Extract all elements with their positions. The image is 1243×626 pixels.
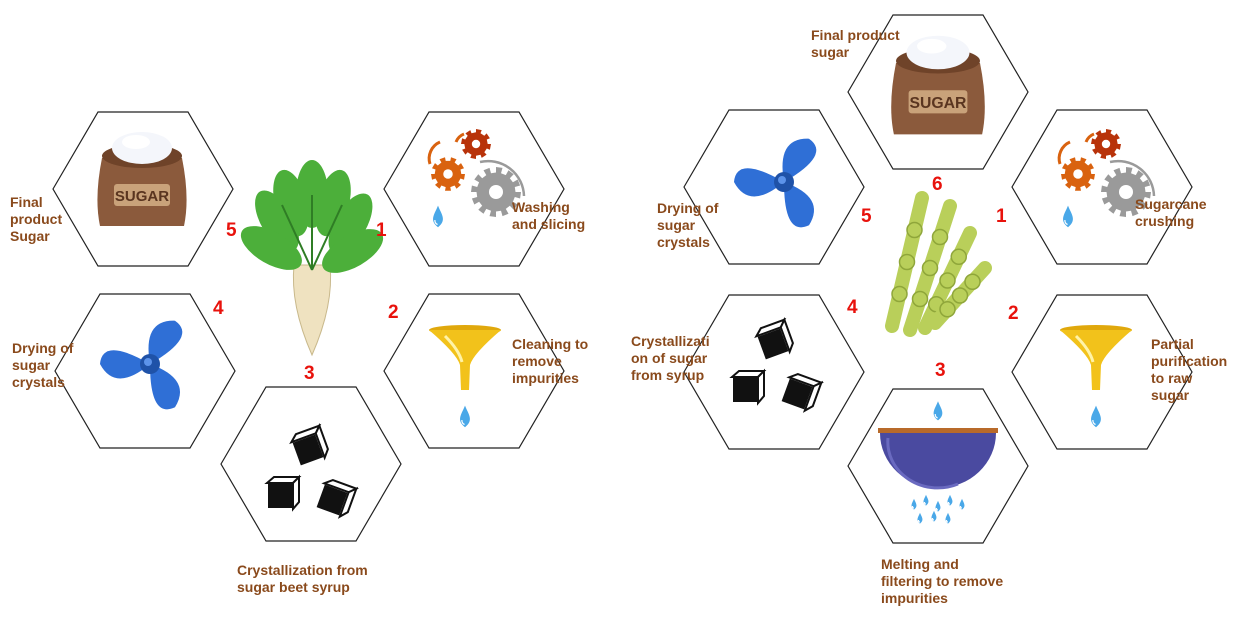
cane-hex-5: [683, 109, 865, 265]
cane-step-1-number: 1: [996, 206, 1007, 227]
cane-gears-icon-drop: [1063, 205, 1073, 228]
cane-filter-bowl-icon-drip-2: [935, 500, 941, 512]
cane-hex-6: [847, 14, 1029, 170]
cane-hex-1: [1011, 109, 1193, 265]
cane-filter-bowl-icon-drip-4: [959, 498, 965, 510]
beet-step-3-label: Crystallization from sugar beet syrup: [237, 562, 368, 595]
cane-step-3-number: 3: [935, 360, 946, 381]
beet-step-3-number: 3: [304, 363, 315, 384]
beet-step-4-label: Drying of sugar crystals: [12, 340, 74, 390]
beet-step-2-label: Cleaning to remove impurities: [512, 336, 589, 386]
cane-filter-bowl-icon-drip-5: [917, 512, 923, 524]
beet-step-5-label: Final product Sugar: [10, 194, 63, 244]
beet-hex-2: [383, 293, 565, 449]
cane-funnel-icon: [1060, 325, 1132, 428]
beet-funnel-icon: [429, 325, 501, 428]
cane-step-4-number: 4: [847, 297, 858, 318]
cane-filter-bowl-icon-drip-1: [923, 494, 929, 506]
cane-step-2-number: 2: [1008, 303, 1019, 324]
cane-step-5-label: Drying of sugar crystals: [657, 200, 719, 250]
cane-step-5-number: 5: [861, 206, 872, 227]
cane-hex-2: [1011, 294, 1193, 450]
cane-center-sugarcane-icon: [885, 191, 992, 337]
beet-gears-icon-drop: [433, 205, 443, 228]
cane-sugar-sack-icon: SUGAR: [891, 35, 985, 135]
beet-hex-4: [54, 293, 236, 449]
beet-gears-icon: [427, 129, 526, 228]
cane-filter-bowl-icon-top-drop: [933, 401, 943, 421]
cane-filter-bowl-icon-drip-6: [931, 510, 937, 522]
cane-step-4-label: Crystallizati on of sugar from syrup: [631, 333, 710, 383]
beet-hex-1: [383, 111, 565, 267]
beet-hex-5: [52, 111, 234, 267]
beet-step-1-label: Washing and slicing: [512, 199, 586, 232]
cane-step-3-label: Melting and filtering to remove impuriti…: [881, 556, 1004, 606]
beet-step-5-number: 5: [226, 220, 237, 241]
beet-sugar-sack-icon: SUGAR: [97, 132, 187, 226]
beet-step-1-number: 1: [376, 220, 387, 241]
cane-step-2-label: Partial purification to raw sugar: [1151, 336, 1228, 403]
cane-filter-bowl-icon-drip-7: [945, 512, 951, 524]
cane-step-1-label: Sugarcane crushing: [1135, 196, 1207, 229]
cane-step-6-label: Final product sugar: [811, 27, 900, 60]
beet-hex-3: [220, 386, 402, 542]
cane-filter-bowl-icon-drip-3: [947, 494, 953, 506]
beet-center-sugar-beet-icon: [240, 160, 384, 357]
beet-sugar-sack-icon-text: SUGAR: [115, 188, 169, 205]
cane-gears-icon: [1057, 129, 1156, 228]
cane-filter-bowl-icon-drip-0: [911, 498, 917, 510]
cane-funnel-icon-drop: [1091, 405, 1101, 428]
beet-funnel-icon-drop: [460, 405, 470, 428]
cane-sugar-sack-icon-text: SUGAR: [910, 95, 968, 112]
cane-hex-3: [847, 388, 1029, 544]
beet-step-4-number: 4: [213, 298, 224, 319]
beet-step-2-number: 2: [388, 302, 399, 323]
cane-hex-4: [683, 294, 865, 450]
beet-sugar-cubes-icon: [264, 423, 359, 519]
cane-step-6-number: 6: [932, 174, 943, 195]
cane-sugar-cubes-icon: [729, 317, 824, 413]
cane-filter-bowl-icon: [878, 401, 998, 524]
cane-fan-icon: [734, 138, 817, 228]
beet-fan-icon: [100, 320, 183, 410]
